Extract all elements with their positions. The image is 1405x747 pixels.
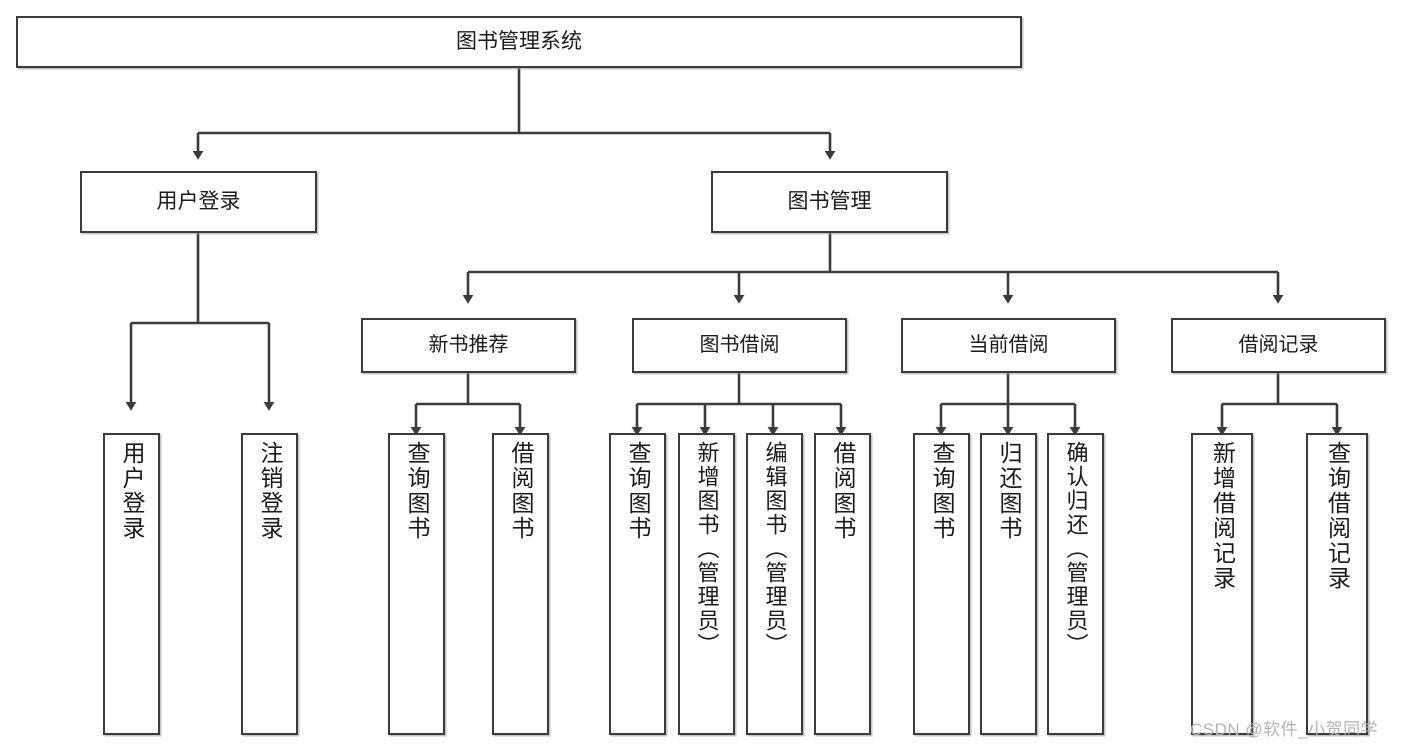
leaf-user-login-logout[interactable]: 注销登录 [241, 433, 298, 735]
node-root-book-management-system[interactable]: 图书管理系统 [16, 16, 1022, 68]
node-label: 借阅图书 [508, 441, 534, 541]
node-label: 当前借阅 [968, 334, 1049, 357]
node-label: 新书推荐 [428, 334, 509, 357]
node-book-borrow[interactable]: 图书借阅 [632, 318, 847, 373]
node-label: 确认归还（管理员） [1063, 441, 1089, 657]
node-label: 新增图书（管理员） [694, 441, 720, 657]
leaf-current-borrow-query[interactable]: 查询图书 [913, 433, 970, 735]
node-label: 图书管理系统 [456, 30, 582, 54]
node-user-login[interactable]: 用户登录 [80, 171, 317, 233]
node-label: 图书借阅 [699, 334, 780, 357]
watermark-text: CSDN @软件_小贺同学 [1190, 720, 1379, 739]
leaf-book-borrow-add[interactable]: 新增图书（管理员） [678, 433, 735, 735]
leaf-records-add[interactable]: 新增借阅记录 [1191, 433, 1253, 735]
node-label: 查询图书 [929, 441, 955, 541]
leaf-new-book-query[interactable]: 查询图书 [388, 433, 445, 735]
node-label: 用户登录 [156, 190, 241, 214]
leaf-user-login-login[interactable]: 用户登录 [103, 433, 160, 735]
node-label: 归还图书 [996, 441, 1022, 541]
node-label: 查询图书 [625, 441, 651, 541]
node-label: 注销登录 [257, 441, 283, 541]
node-label: 查询借阅记录 [1324, 441, 1351, 591]
node-label: 查询图书 [404, 441, 430, 541]
leaf-book-borrow-edit[interactable]: 编辑图书（管理员） [746, 433, 803, 735]
node-label: 编辑图书（管理员） [762, 441, 788, 657]
node-label: 用户登录 [119, 441, 145, 541]
leaf-book-borrow-query[interactable]: 查询图书 [609, 433, 666, 735]
leaf-book-borrow-borrow[interactable]: 借阅图书 [814, 433, 871, 735]
leaf-records-query[interactable]: 查询借阅记录 [1306, 433, 1368, 735]
node-new-book-recommend[interactable]: 新书推荐 [361, 318, 576, 373]
leaf-new-book-borrow[interactable]: 借阅图书 [492, 433, 549, 735]
leaf-current-borrow-confirm-return[interactable]: 确认归还（管理员） [1047, 433, 1104, 735]
node-book-management[interactable]: 图书管理 [711, 171, 948, 233]
node-borrow-records[interactable]: 借阅记录 [1171, 318, 1386, 373]
node-label: 图书管理 [787, 190, 872, 214]
node-current-borrow[interactable]: 当前借阅 [901, 318, 1116, 373]
node-label: 借阅记录 [1238, 334, 1319, 357]
leaf-current-borrow-return[interactable]: 归还图书 [980, 433, 1037, 735]
node-label: 新增借阅记录 [1209, 441, 1236, 591]
node-label: 借阅图书 [830, 441, 856, 541]
